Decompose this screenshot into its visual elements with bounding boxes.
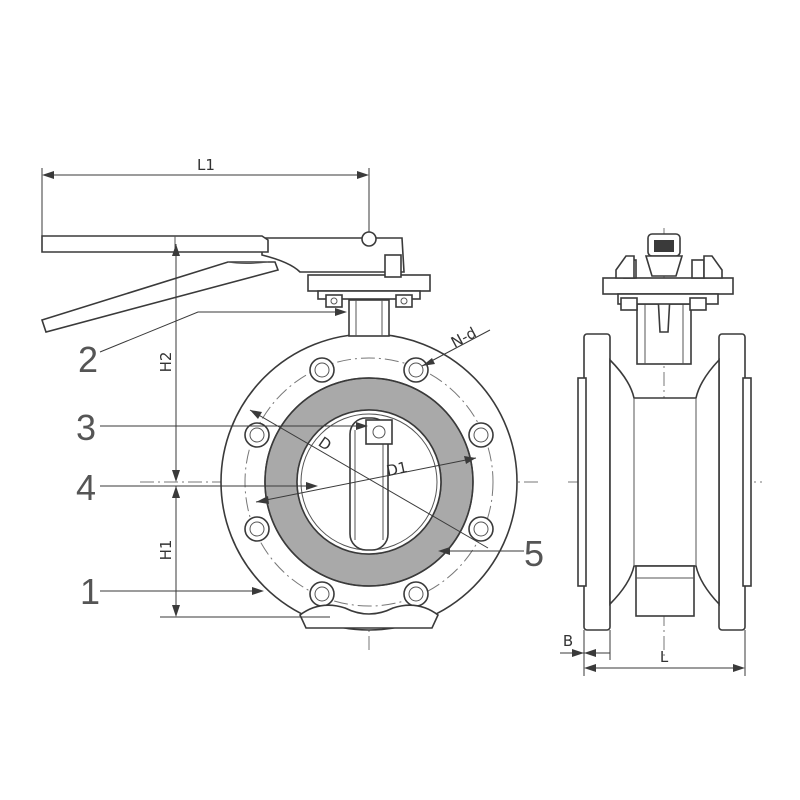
handle-bar <box>41 235 269 253</box>
side-bottom-boss <box>635 565 695 617</box>
lock-bracket <box>384 254 402 278</box>
bolt-hole <box>244 422 270 448</box>
valve-disc <box>349 417 389 551</box>
side-handle-base <box>644 255 684 277</box>
left-flange-face <box>577 377 587 587</box>
dimension-L: L <box>584 630 746 676</box>
side-view: B L <box>560 228 762 676</box>
bolt-hole <box>468 422 494 448</box>
callout-4: 4 <box>76 467 318 508</box>
dim-label-L1: L1 <box>197 156 215 174</box>
front-view: L1 H2 H1 D D1 <box>40 156 544 650</box>
dim-label-N-d: N-d <box>448 323 480 351</box>
stem-top <box>361 231 377 247</box>
callout-5: 5 <box>438 533 544 574</box>
dim-label-L: L <box>660 648 669 666</box>
dim-label-H1: H1 <box>157 540 175 561</box>
dim-label-H2: H2 <box>157 352 175 373</box>
valve-body-side <box>609 357 720 607</box>
side-lock-left <box>615 255 635 279</box>
callout-3: 3 <box>76 407 368 448</box>
callout-label-3: 3 <box>76 407 96 448</box>
callout-2: 2 <box>78 308 347 380</box>
mounting-bolts <box>325 294 413 308</box>
dimension-H2: H2 <box>157 244 180 482</box>
callout-1: 1 <box>80 571 264 612</box>
side-lock-right <box>703 255 723 279</box>
handle-lever <box>40 261 280 333</box>
bolt-hole <box>309 581 335 607</box>
dimension-H1: H1 <box>157 486 330 618</box>
dim-label-B: B <box>563 632 573 650</box>
disc-pin <box>365 419 393 445</box>
bolt-hole <box>468 516 494 542</box>
top-flange-lower <box>317 290 421 300</box>
valve-neck <box>348 299 390 337</box>
side-top-plate <box>602 277 734 295</box>
bolt-hole <box>403 581 429 607</box>
dimension-N-d: N-d <box>421 323 491 367</box>
callout-label-5: 5 <box>524 533 544 574</box>
callout-label-2: 2 <box>78 339 98 380</box>
bolt-hole <box>403 357 429 383</box>
bolt-hole <box>244 516 270 542</box>
bottom-boss <box>299 604 439 629</box>
side-handle-knob <box>654 240 674 252</box>
bolt-hole <box>309 357 335 383</box>
top-mounting-flange <box>307 274 431 292</box>
right-flange-face <box>742 377 752 587</box>
ratchet-plate <box>261 237 405 273</box>
callout-label-4: 4 <box>76 467 96 508</box>
bolt-circle <box>244 357 494 607</box>
seat-ring-outer-edge <box>264 377 474 587</box>
left-flange <box>583 333 611 631</box>
dimension-B: B <box>560 630 611 676</box>
side-top-plate-lower <box>617 293 719 305</box>
dimension-D1: D1 <box>255 456 477 504</box>
right-flange <box>718 333 746 631</box>
bolt-holes <box>244 357 494 607</box>
dimension-L1: L1 <box>41 156 370 236</box>
dim-label-D1: D1 <box>385 458 409 480</box>
callout-label-1: 1 <box>80 571 100 612</box>
